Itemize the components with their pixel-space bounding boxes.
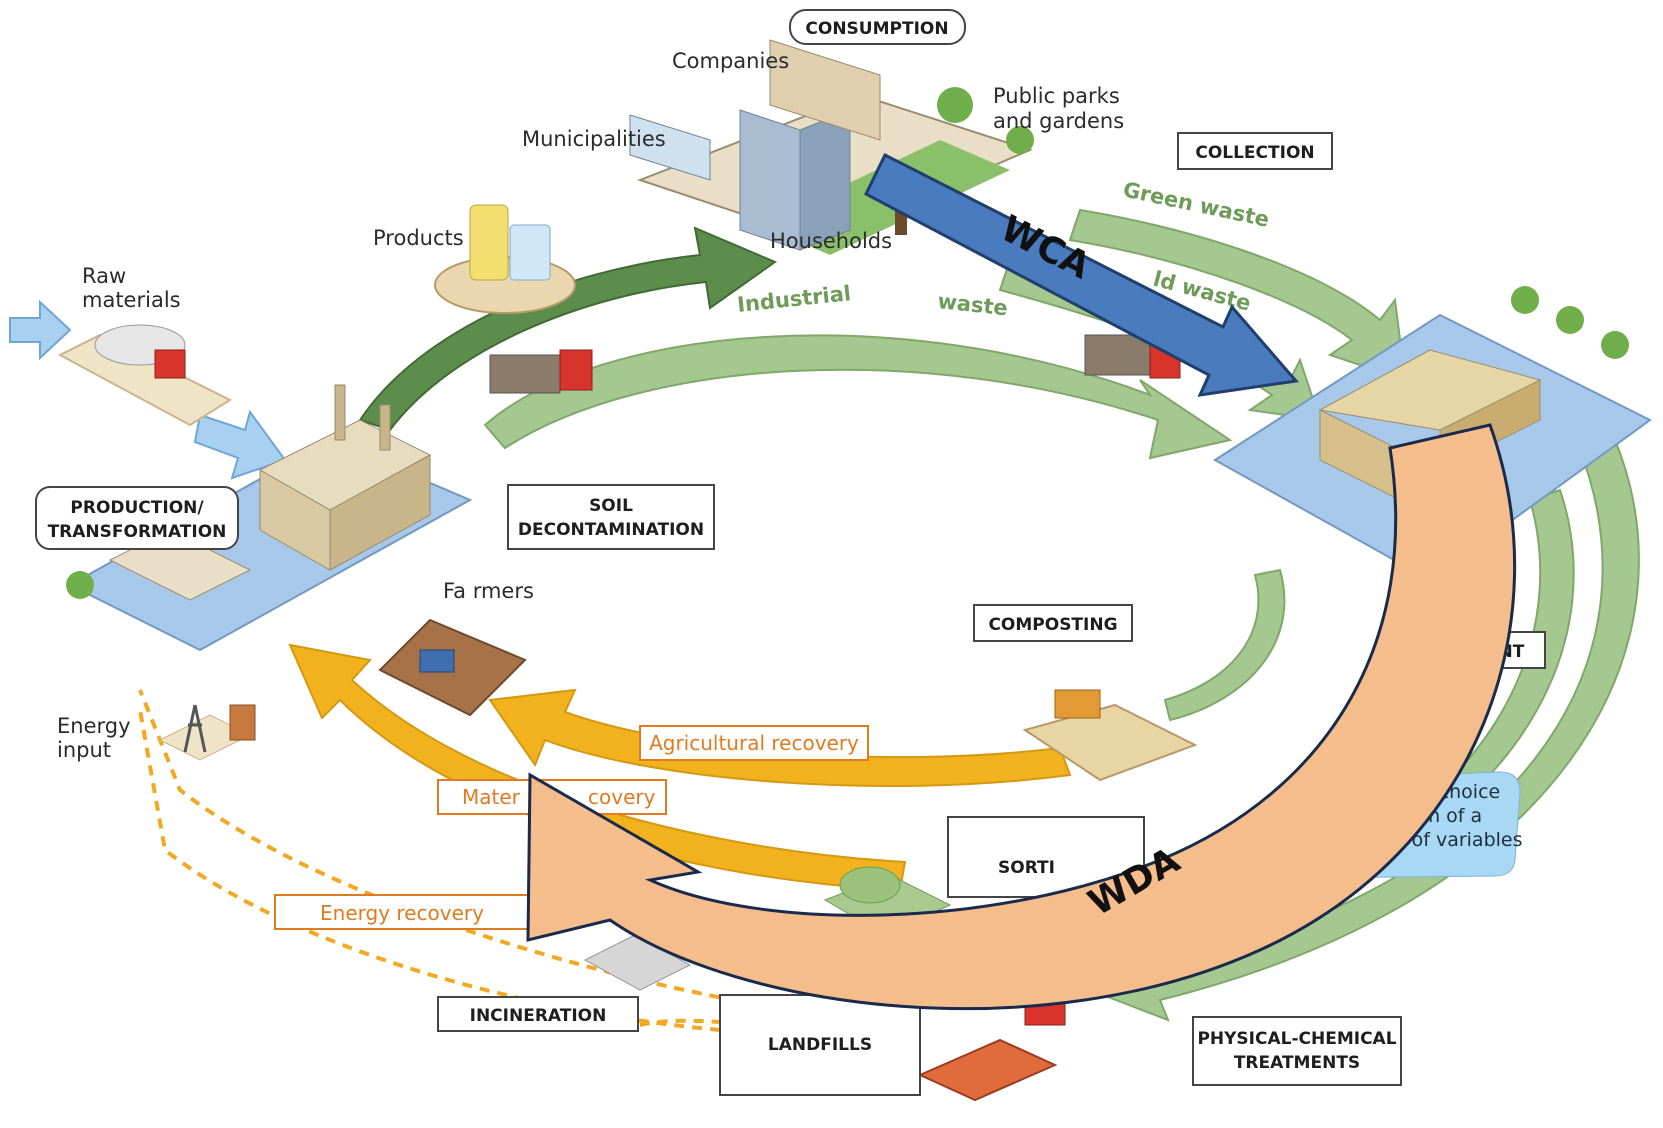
products-platter-illustration	[434, 204, 576, 314]
products-label: Products	[373, 226, 464, 250]
energy-input-label-1: Energy	[57, 714, 131, 738]
energy-recovery-box: Energy recovery	[274, 894, 536, 930]
consumption-title: CONSUMPTION	[805, 19, 948, 39]
industrial-waste-arrow	[483, 334, 1233, 460]
landfills-label-box: LANDFILLS	[719, 994, 921, 1096]
collection-title: COLLECTION	[1195, 143, 1314, 163]
material-recovery-label-left: Mater	[462, 785, 521, 809]
physchem-title-2: TREATMENTS	[1234, 1053, 1360, 1073]
raw-materials-arrow	[9, 299, 72, 361]
soil-title-2: DECONTAMINATION	[518, 520, 704, 540]
raw-materials-label-1: Raw	[82, 264, 126, 288]
public-parks-label-2: and gardens	[993, 109, 1124, 133]
consumption-label-box: CONSUMPTION	[789, 9, 966, 45]
composting-illustration	[1022, 689, 1198, 782]
industrial-label: Industrial	[736, 281, 852, 317]
public-parks-label-1: Public parks	[993, 84, 1120, 108]
products-arrow	[358, 226, 778, 432]
soil-title-1: SOIL	[589, 496, 633, 516]
physchem-label-box: PHYSICAL-CHEMICAL TREATMENTS	[1192, 1016, 1402, 1086]
farmers-label: Fa rmers	[443, 579, 534, 603]
agricultural-recovery-box: Agricultural recovery	[639, 725, 869, 761]
raw-materials-truck-illustration	[57, 324, 233, 427]
supply-arrow	[193, 409, 287, 480]
production-title-2: TRANSFORMATION	[48, 522, 227, 542]
composting-label-box: COMPOSTING	[973, 604, 1133, 642]
companies-label: Companies	[672, 49, 789, 73]
factory-illustration	[66, 384, 473, 652]
incineration-title: INCINERATION	[470, 1006, 607, 1026]
collection-label-box: COLLECTION	[1177, 132, 1333, 170]
material-recovery-label-right: covery	[588, 785, 656, 809]
waste-label: waste	[936, 289, 1008, 320]
incineration-illustration	[583, 934, 692, 991]
production-title-1: PRODUCTION/	[70, 498, 204, 518]
agricultural-recovery-arrow	[488, 688, 1072, 788]
composting-title: COMPOSTING	[988, 615, 1117, 635]
municipalities-label: Municipalities	[522, 127, 666, 151]
energy-recovery-label: Energy recovery	[320, 901, 484, 925]
production-label-box: PRODUCTION/ TRANSFORMATION	[35, 486, 239, 550]
farm-field-illustration	[378, 618, 527, 717]
soil-label-box: SOIL DECONTAMINATION	[507, 484, 715, 550]
compost-green-arc	[1163, 568, 1286, 722]
energy-input-label-2: input	[57, 738, 111, 762]
sorting-title-partial: SORTI	[998, 858, 1055, 878]
incineration-label-box: INCINERATION	[437, 996, 639, 1032]
households-label: Households	[770, 229, 892, 253]
landfills-title: LANDFILLS	[768, 1035, 872, 1055]
physchem-title-1: PHYSICAL-CHEMICAL	[1197, 1029, 1396, 1049]
power-pylon-illustration	[158, 704, 256, 761]
raw-materials-label-2: materials	[82, 288, 181, 312]
agricultural-recovery-label: Agricultural recovery	[649, 731, 859, 755]
